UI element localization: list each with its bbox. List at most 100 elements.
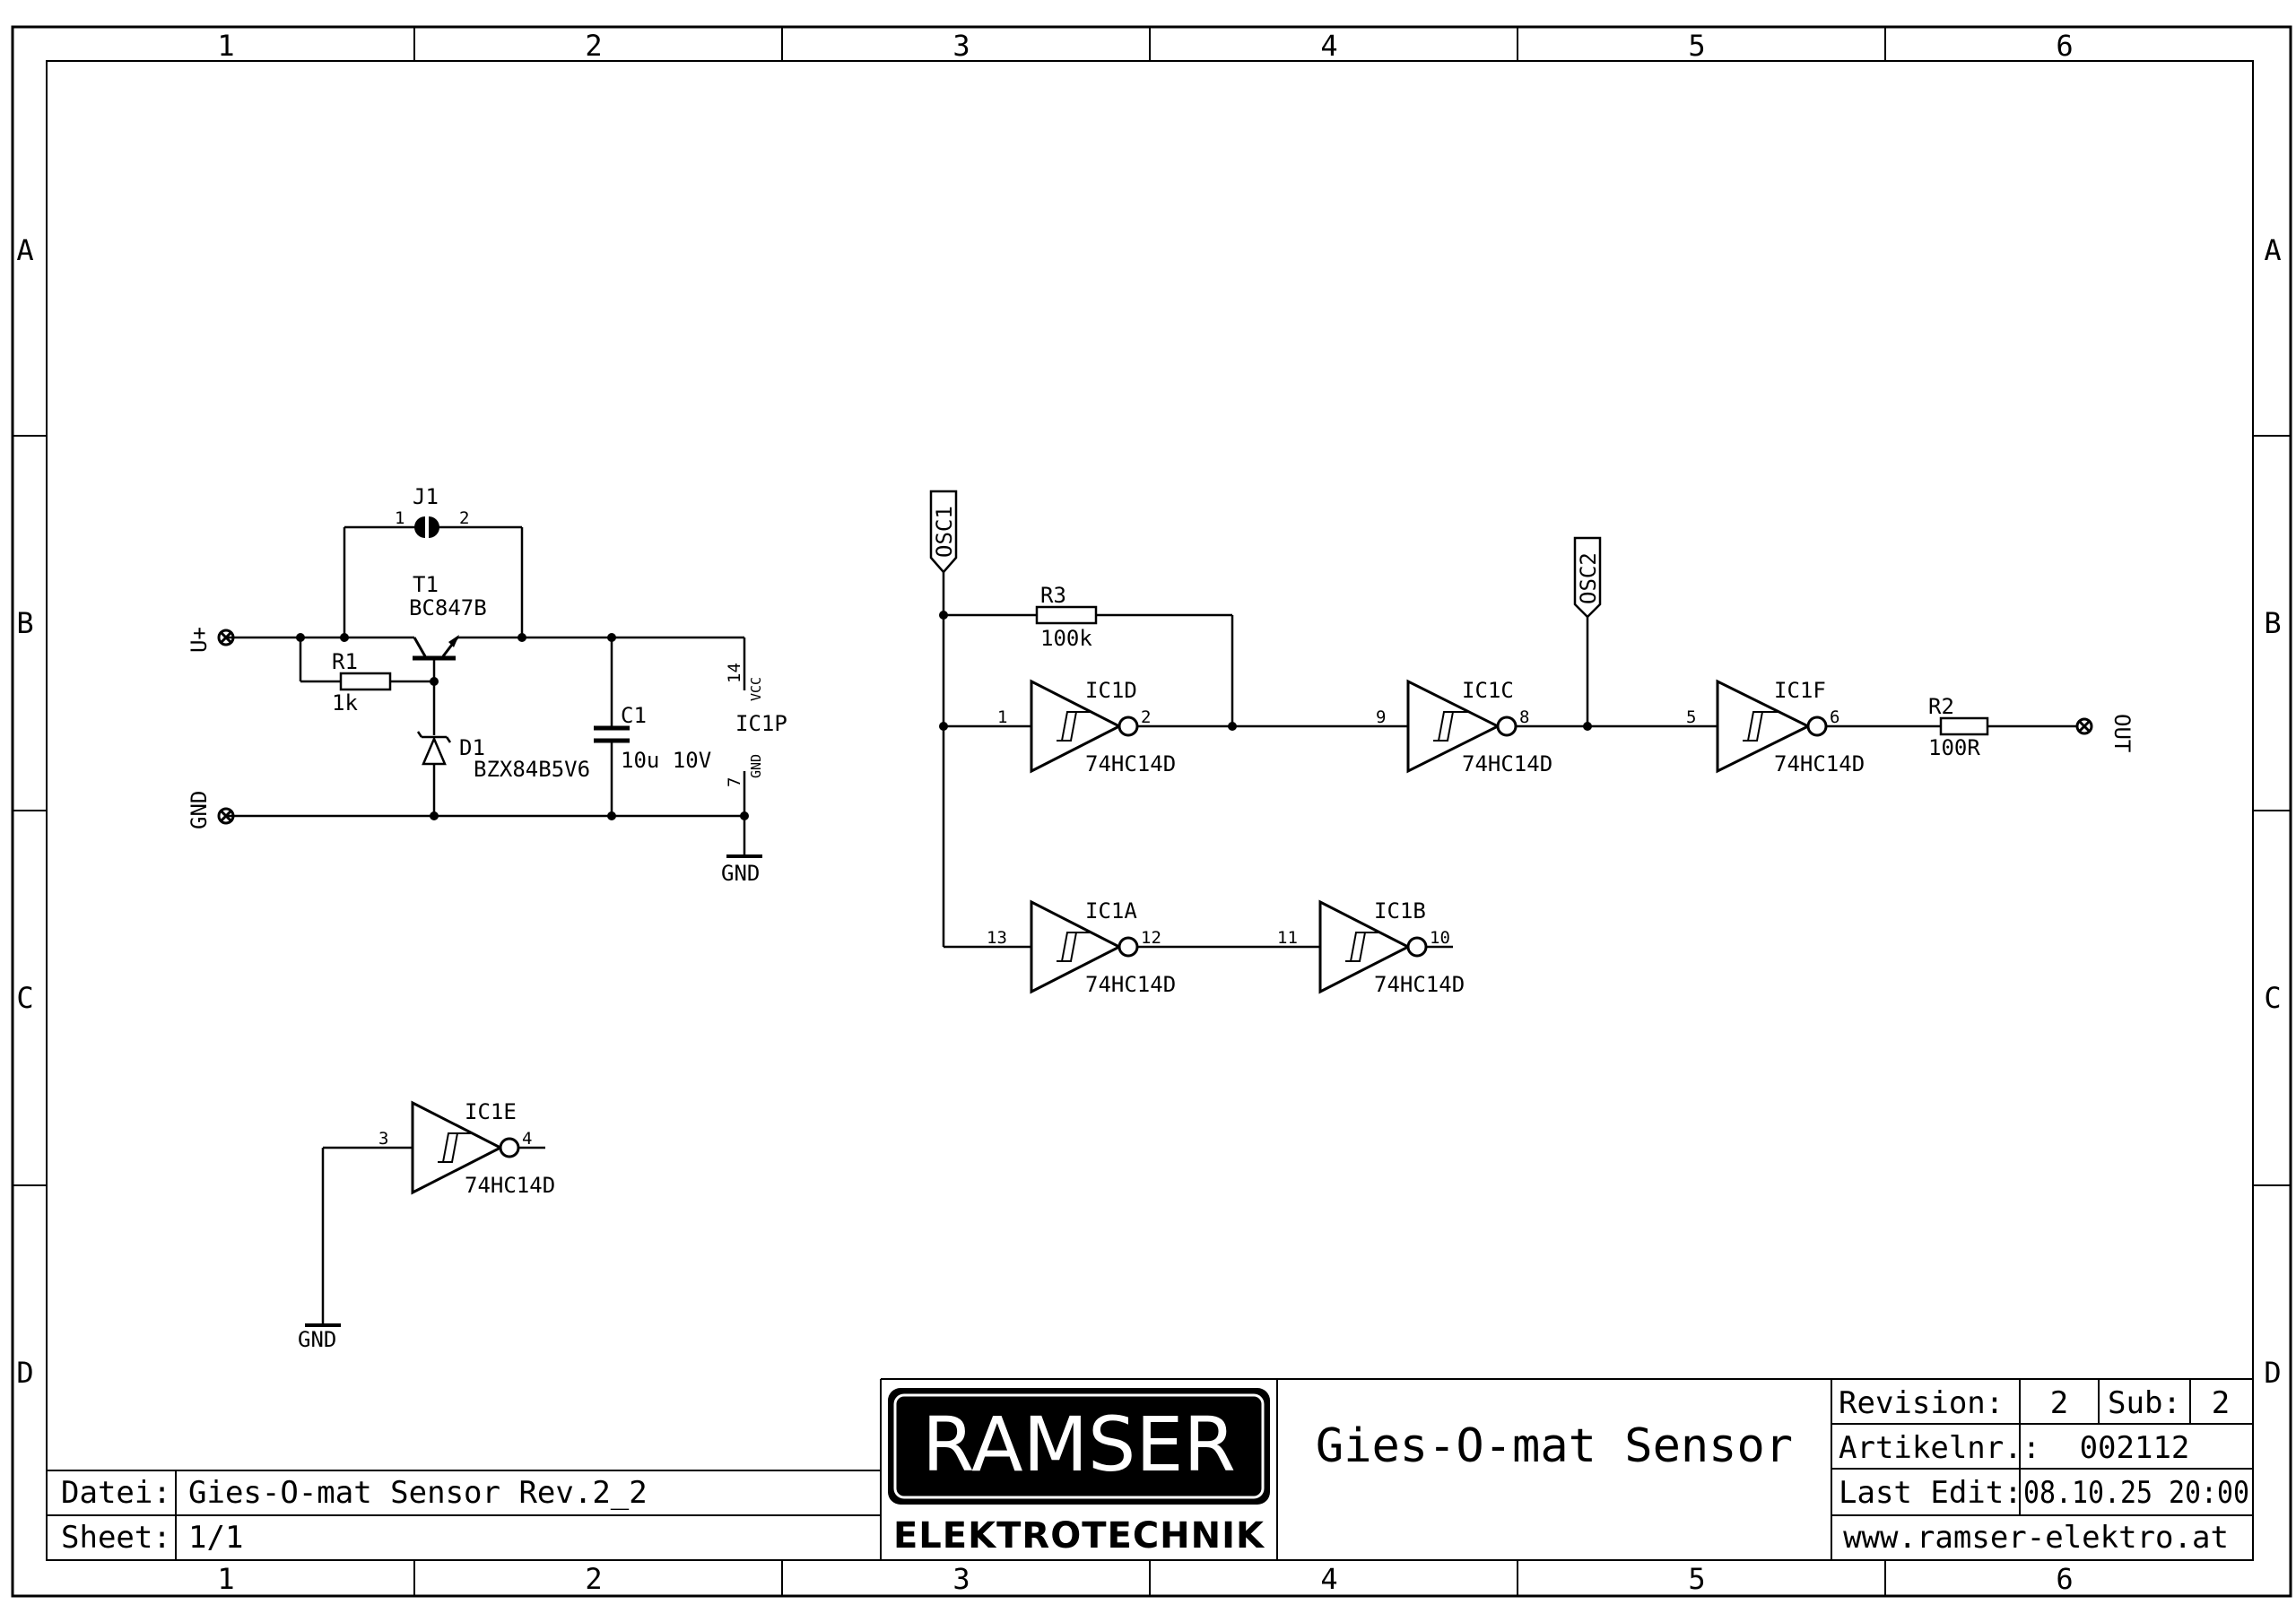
schmitt-inverter-ic1a-icon [1030,899,1139,994]
sub-value: 2 [2212,1385,2230,1421]
col-label-3-bottom: 3 [952,1562,970,1596]
sub-label: Sub: [2108,1385,2181,1421]
sheet-label: Sheet: [61,1520,171,1556]
col-label-5-bottom: 5 [1688,1562,1705,1596]
junction-dots [296,633,749,820]
drawing-title: Gies-O-mat Sensor [1316,1419,1793,1473]
datei-value: Gies-O-mat Sensor Rev.2_2 [188,1475,648,1511]
ramser-logo: RAMSER ELEKTROTECHNIK [888,1388,1270,1557]
datei-label: Datei: [61,1475,171,1511]
schmitt-inverter-ic1e-icon [411,1100,520,1195]
ic1c-pin-in: 9 [1376,707,1386,727]
col-label-6: 6 [2056,29,2073,63]
gnd-terminal-icon [217,807,235,825]
ic1p-vcc-pin: 14 [725,663,744,683]
artikel-label: Artikelnr.: [1839,1430,2040,1466]
ic1p-gnd-pin: 7 [725,777,744,787]
d1-value: BZX84B5V6 [474,757,590,782]
ic1e-pin-out: 4 [522,1129,532,1149]
col-label-2-bottom: 2 [585,1562,602,1596]
t1-value: BC847B [409,595,487,620]
resistor-r3-icon [1035,605,1098,625]
col-label-1: 1 [217,29,234,63]
j1-name: J1 [413,484,439,509]
schmitt-inverter-ic1b-icon [1318,899,1428,994]
col-label-1-bottom: 1 [217,1562,234,1596]
r3-value: 100k [1040,626,1092,651]
col-label-5: 5 [1688,29,1705,63]
title-block-lines [47,1378,2253,1560]
lastedit-value: 08.10.25 20:00 [2023,1475,2249,1511]
schmitt-inverter-ic1d-icon [1030,679,1139,774]
row-label-c: C [16,981,33,1015]
ic1a-name: IC1A [1085,898,1137,924]
col-label-4: 4 [1320,29,1337,63]
ic1b-pin-in: 11 [1277,928,1298,948]
gnd-symbol-label: GND [721,861,760,886]
ic1f-pin-in: 5 [1686,707,1696,727]
osc1-flag-icon [929,490,958,574]
col-label-6-bottom: 6 [2056,1562,2073,1596]
r2-name: R2 [1928,694,1954,719]
ic1p-vcc-label: VCC [748,677,764,701]
ic1d-pin-in: 1 [997,707,1007,727]
revision-label: Revision: [1839,1385,2004,1421]
row-label-d-right: D [2264,1356,2281,1390]
ic1c-name: IC1C [1462,678,1514,703]
schmitt-inverter-ic1c-icon [1406,679,1518,774]
ic1d-pin-out: 2 [1141,707,1151,727]
oscillator-wires [321,570,2077,1325]
row-label-a: A [16,233,33,267]
ic1a-pin-in: 13 [987,928,1007,948]
col-label-4-bottom: 4 [1320,1562,1337,1596]
ic1e-name: IC1E [465,1099,517,1124]
revision-value: 2 [2050,1385,2068,1421]
out-terminal-icon [2075,717,2093,735]
osc1-label: OSC1 [932,506,957,558]
ic1p-gnd-label: GND [748,754,764,778]
ic1d-name: IC1D [1085,678,1137,703]
osc2-label: OSC2 [1576,552,1601,604]
vplus-terminal-icon [217,629,235,646]
capacitor-c1-icon [594,725,630,743]
resistor-r2-icon [1939,716,1989,736]
c1-value: 10u 10V [621,748,711,773]
drawing-frame [11,25,2292,1598]
jumper-j1-icon [414,516,439,538]
lastedit-label: Last Edit: [1839,1475,2022,1511]
website: www.ramser-elektro.at [1843,1520,2229,1556]
sheet-value: 1/1 [188,1520,243,1556]
row-label-a-right: A [2264,233,2281,267]
ic1d-value: 74HC14D [1085,751,1176,776]
ic1b-name: IC1B [1374,898,1426,924]
zener-d1-icon [416,731,452,766]
logo-main-text: RAMSER [922,1401,1236,1488]
resistor-r1-icon [339,672,392,691]
row-label-b-right: B [2264,606,2281,640]
logo-sub-text: ELEKTROTECHNIK [893,1515,1265,1557]
ic1a-value: 74HC14D [1085,972,1176,997]
out-label: OUT [2109,714,2135,752]
j1-pin1: 1 [395,508,404,528]
d1-name: D1 [459,735,485,760]
oscillator-junctions [939,611,1592,731]
gnd-terminal-label: GND [187,791,212,829]
j1-pin2: 2 [459,508,469,528]
r1-name: R1 [332,649,358,674]
ic1e-value: 74HC14D [465,1173,555,1198]
schmitt-inverter-ic1f-icon [1716,679,1828,774]
transistor-arrow-icon [448,635,459,647]
ic1f-pin-out: 6 [1830,707,1839,727]
row-label-b: B [16,606,33,640]
r2-value: 100R [1928,735,1980,760]
vplus-label: U+ [187,627,212,653]
ic1c-value: 74HC14D [1462,751,1552,776]
r1-value: 1k [332,690,358,716]
ic1c-pin-out: 8 [1519,707,1529,727]
r3-name: R3 [1040,583,1066,608]
ic1p-name: IC1P [735,711,787,736]
osc2-flag-icon [1573,536,1602,619]
ic1a-pin-out: 12 [1141,928,1161,948]
row-label-d: D [16,1356,33,1390]
col-label-3: 3 [952,29,970,63]
